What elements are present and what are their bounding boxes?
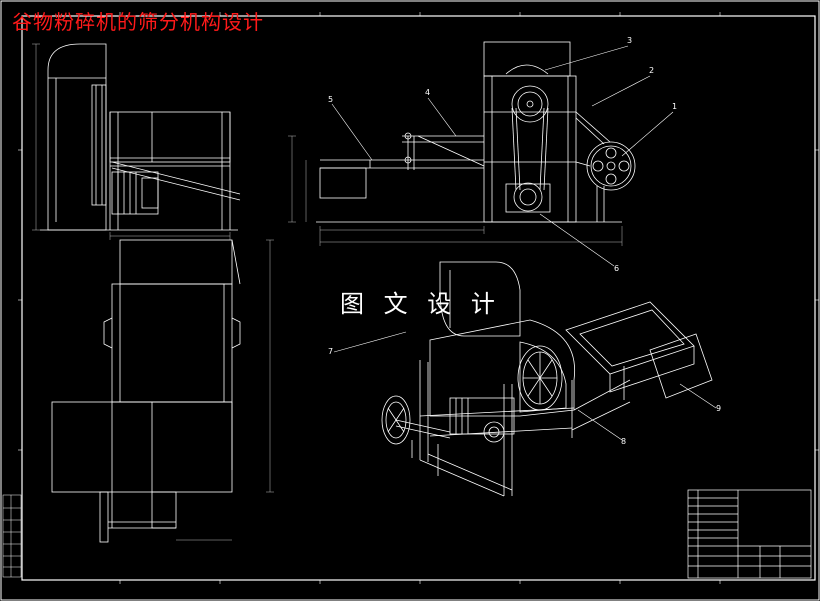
callout-label: 5 xyxy=(328,95,334,104)
callout-leaders xyxy=(331,45,717,441)
callout-label: 8 xyxy=(621,437,627,446)
callout-label: 7 xyxy=(328,347,334,356)
callout-label: 3 xyxy=(627,36,633,45)
front-view xyxy=(288,41,636,246)
title-block xyxy=(687,489,812,579)
isometric-view xyxy=(381,261,713,497)
side-view xyxy=(32,43,241,240)
callout-label: 6 xyxy=(614,264,620,273)
callout-label: 9 xyxy=(716,404,722,413)
callout-label: 4 xyxy=(425,88,431,97)
watermark-text: 图 文 设 计 xyxy=(340,290,501,318)
top-view xyxy=(51,239,274,543)
drawing-title: 谷物粉碎机的筛分机构设计 xyxy=(12,10,264,34)
callout-label: 2 xyxy=(649,66,655,75)
callout-label: 1 xyxy=(672,102,678,111)
